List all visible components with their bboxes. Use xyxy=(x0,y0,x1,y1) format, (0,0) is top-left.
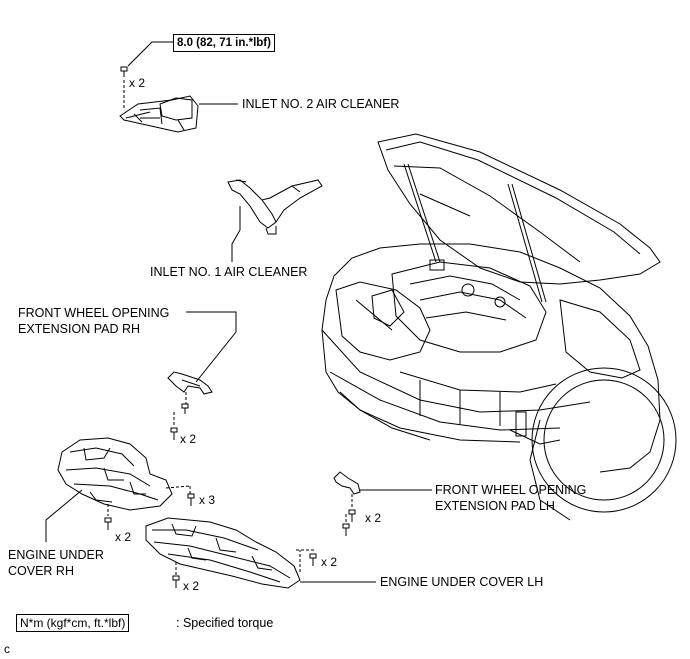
pad-rh-part xyxy=(167,371,213,404)
pad-lh-label-line2: EXTENSION PAD LH xyxy=(435,499,555,513)
cover-rh-label-line1: ENGINE UNDER xyxy=(8,548,104,562)
pad-rh-leader xyxy=(186,311,237,383)
legend-unit-box: N*m (kgf*cm, ft.*lbf) xyxy=(16,614,130,632)
bolt-icon xyxy=(348,509,356,522)
cover-lh-left-bolt-count: x 2 xyxy=(183,579,200,593)
corner-mark: c xyxy=(4,642,10,656)
cover-rh-part xyxy=(57,437,191,516)
pad-lh-part xyxy=(333,471,361,508)
cover-rh-leader xyxy=(45,489,83,542)
cover-rh-label-line2: COVER RH xyxy=(8,564,74,578)
inlet-no2-part xyxy=(119,95,199,133)
torque-leader xyxy=(127,41,173,67)
torque-spec-box: 8.0 (82, 71 in.*lbf) xyxy=(173,34,275,52)
inlet-no2-label: INLET NO. 2 AIR CLEANER xyxy=(242,97,400,111)
pad-rh-label-line2: EXTENSION PAD RH xyxy=(18,322,141,336)
vehicle-illustration xyxy=(321,133,677,521)
bolt-icon xyxy=(170,412,178,440)
pad-rh-label-line1: FRONT WHEEL OPENING xyxy=(18,306,170,320)
pad-lh-label-line1: FRONT WHEEL OPENING xyxy=(435,483,587,497)
bolt-icon xyxy=(187,493,195,506)
inlet-no1-part xyxy=(227,179,323,235)
bolt-icon xyxy=(309,553,317,566)
cover-lh-right-bolt-count: x 2 xyxy=(321,555,338,569)
inlet2-bolt-count: x 2 xyxy=(129,76,146,90)
inlet-no1-label: INLET NO. 1 AIR CLEANER xyxy=(150,265,308,279)
cover-rh-bottom-bolt-count: x 2 xyxy=(115,530,132,544)
inlet1-leader xyxy=(231,206,241,262)
bolt-icon xyxy=(120,66,128,110)
cover-rh-side-bolt-count: x 3 xyxy=(199,493,216,507)
cover-lh-part xyxy=(145,517,316,589)
pad-lh-bolt-count: x 2 xyxy=(365,511,382,525)
bolt-icon xyxy=(172,575,180,588)
legend-description: : Specified torque xyxy=(176,616,274,630)
pad-rh-bolt-count: x 2 xyxy=(180,432,197,446)
bolt-icon xyxy=(104,517,112,530)
cover-lh-label: ENGINE UNDER COVER LH xyxy=(380,575,544,589)
bolt-icon xyxy=(181,403,189,414)
bolt-icon xyxy=(342,514,350,536)
